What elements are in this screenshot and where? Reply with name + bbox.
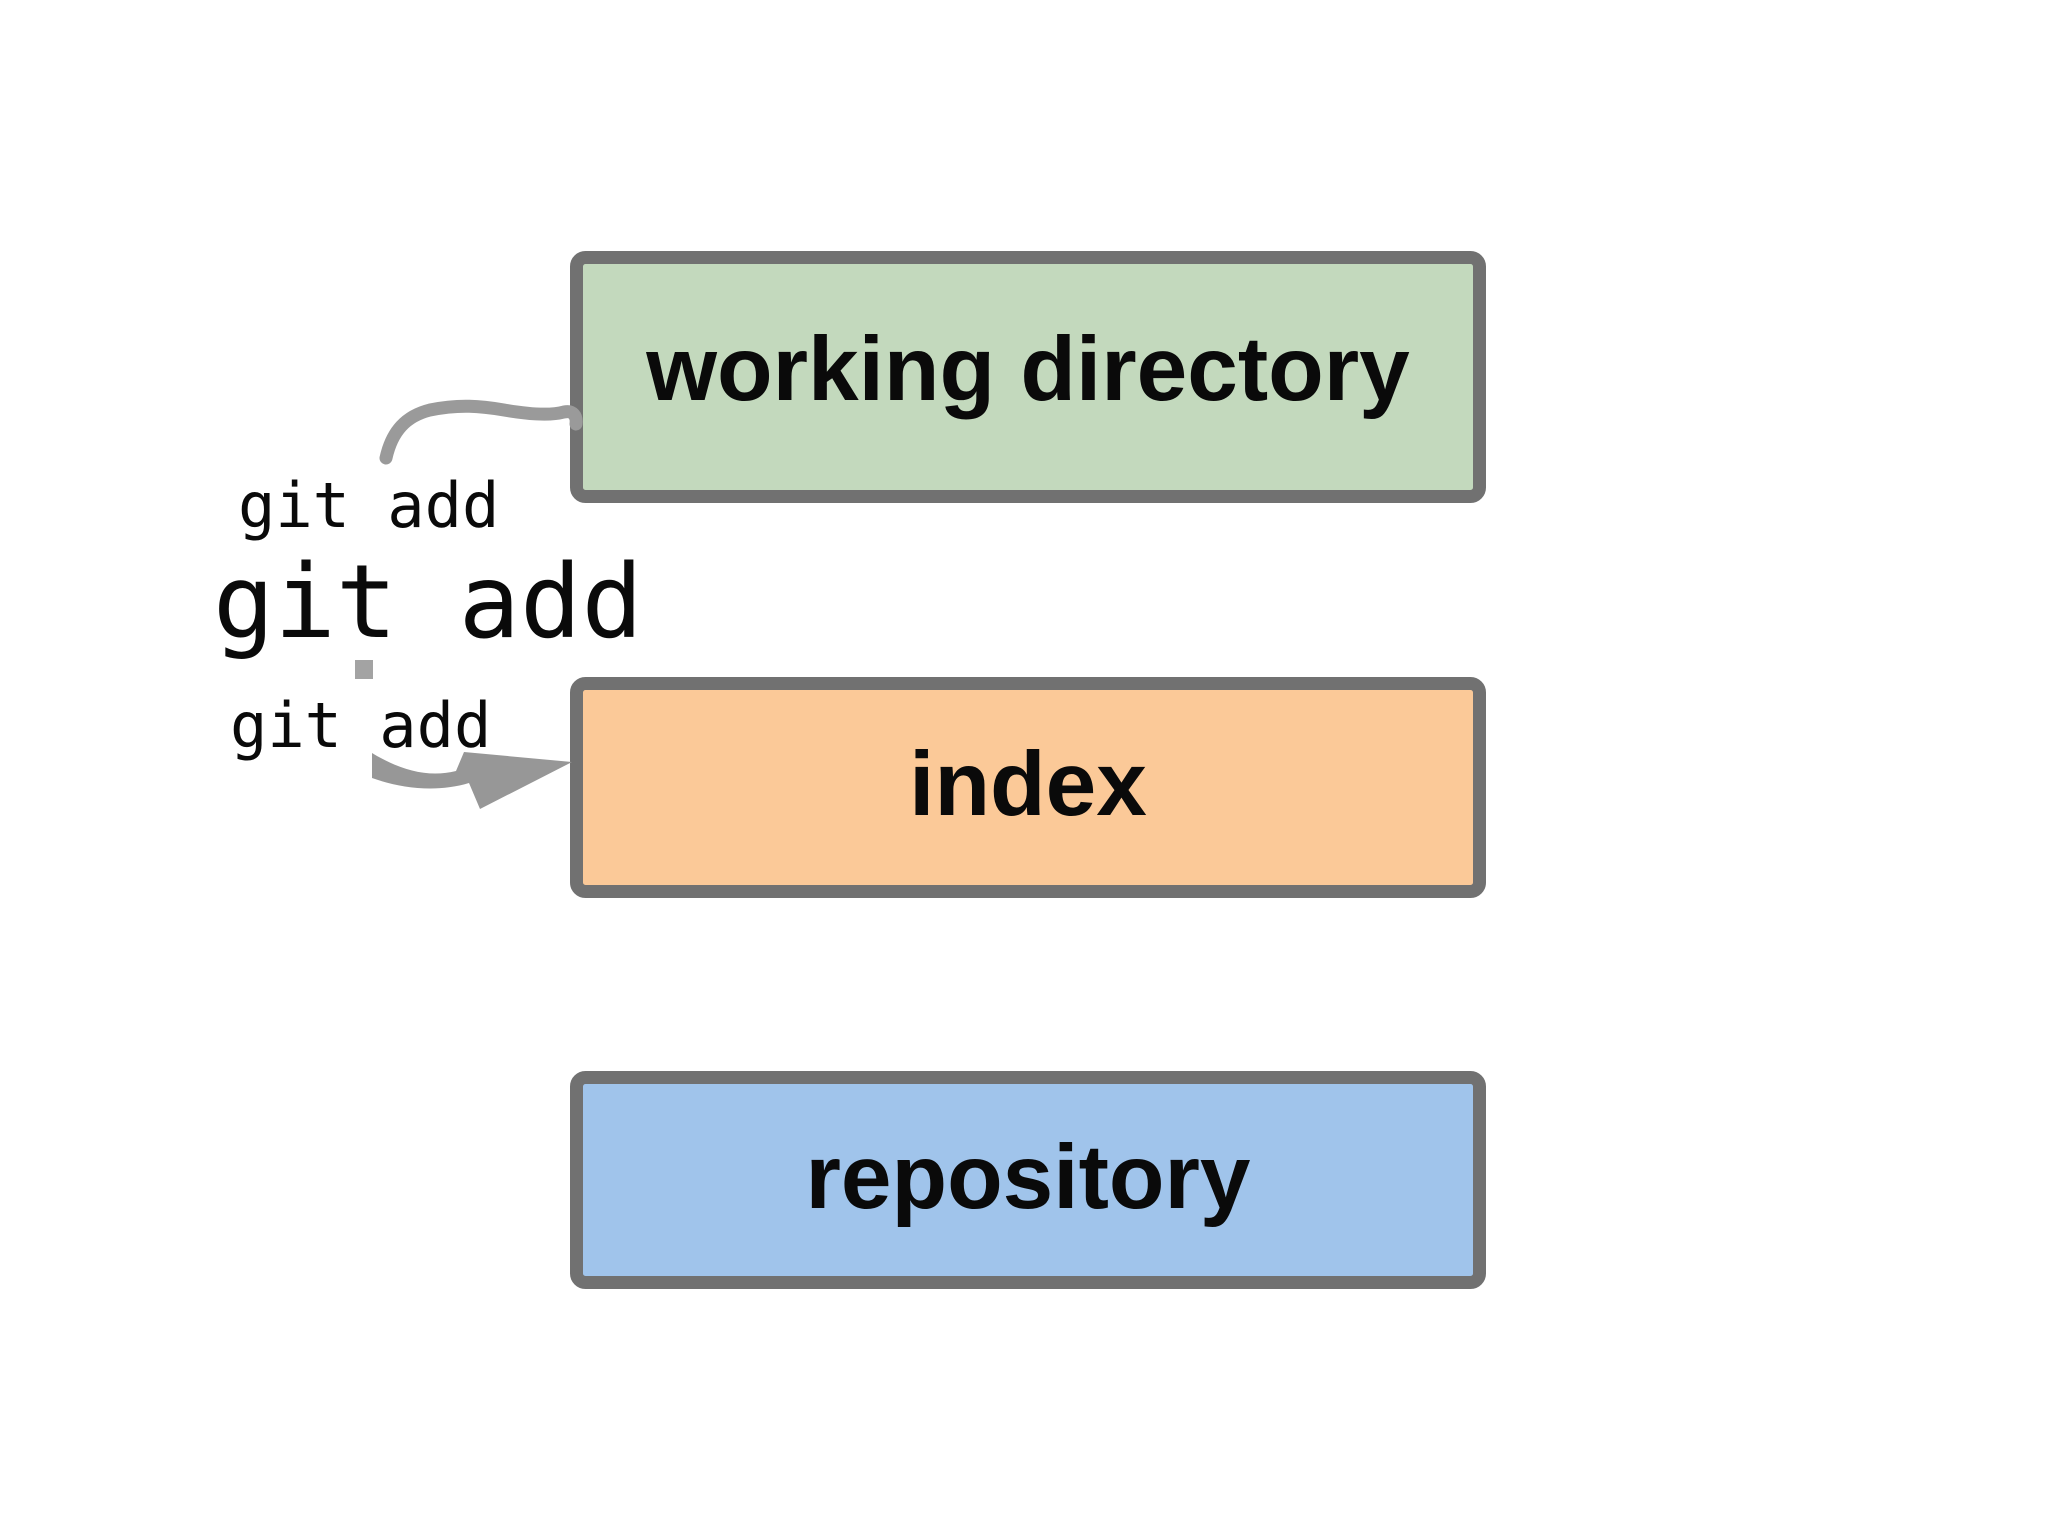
repository-box — [570, 1071, 1486, 1289]
git-add-label-large: git add — [213, 543, 643, 662]
git-add-arrow-to-index — [372, 752, 572, 809]
index-label: index — [909, 734, 1147, 835]
git-add-label-bottom: git add — [230, 689, 491, 762]
working-directory-label: working directory — [645, 319, 1410, 420]
git-add-label-top: git add — [238, 469, 499, 542]
gray-square-mark — [355, 660, 373, 679]
repository-label: repository — [805, 1127, 1250, 1228]
working-directory-box — [570, 251, 1486, 503]
connector-line-working-directory — [379, 399, 583, 465]
index-box — [570, 677, 1486, 898]
